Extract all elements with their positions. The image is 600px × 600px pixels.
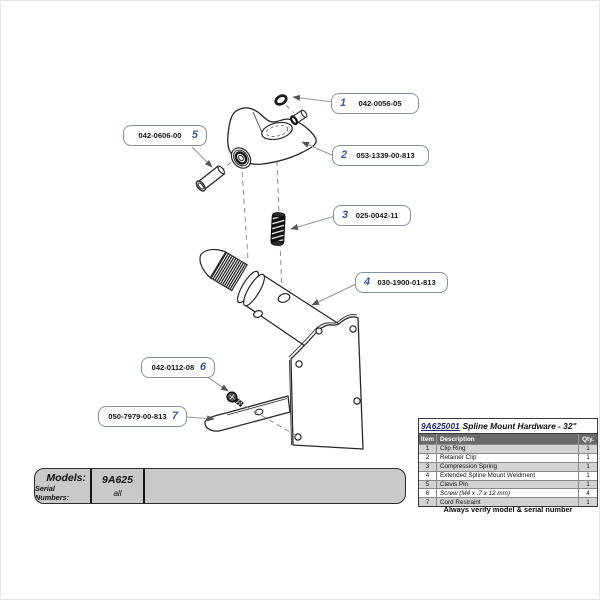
parts-table-title-text: Spline Mount Hardware - 32": [462, 421, 577, 431]
column-header-qty: Qty.: [582, 435, 594, 443]
parts-table-kit-number: 9A625001: [421, 421, 460, 431]
parts-table-title: 9A625001 Spline Mount Hardware - 32": [419, 419, 597, 434]
callout-3: 3 025-0042-11: [333, 205, 411, 226]
cord-restraint-drawing: [204, 395, 291, 432]
row-qty: 1: [586, 498, 590, 506]
callout-6-part-number: 042-0112-08: [151, 362, 195, 372]
callout-4: 4 030-1900-01-813: [355, 272, 448, 293]
column-header-description: Description: [437, 434, 579, 444]
callout-2: 2 053-1339-00-813: [332, 145, 429, 166]
callout-1: 1 042-0056-05: [331, 93, 419, 114]
models-box-empty-cell: [145, 469, 405, 503]
models-label: Models:: [46, 472, 86, 484]
row-item-number: 4: [419, 471, 437, 480]
row-qty: 1: [586, 454, 590, 462]
row-description: Screw (M4 x .7 x 12 mm): [437, 489, 579, 498]
mount-plate-drawing: [288, 313, 364, 450]
row-description: Clip Ring: [437, 445, 579, 453]
compression-spring-drawing: [270, 212, 286, 246]
verify-note: Always verify model & serial number: [443, 505, 573, 514]
models-box-labels: Models: Serial Numbers:: [35, 469, 92, 503]
callout-6-number: 6: [199, 361, 206, 373]
row-item-number: 3: [419, 462, 437, 471]
callout-7: 7 050-7979-00-813: [98, 406, 187, 427]
row-qty: 1: [586, 481, 590, 488]
models-value: 9A625: [102, 473, 133, 486]
parts-table-header: Item Description Qty.: [419, 434, 597, 444]
callout-7-number: 7: [171, 410, 178, 422]
callout-3-number: 3: [342, 209, 349, 221]
callout-5-part-number: 042-0606-00: [138, 130, 182, 140]
callout-7-part-number: 050-7979-00-813: [108, 411, 167, 421]
row-item-number: 5: [419, 480, 437, 489]
row-qty: 1: [586, 445, 590, 453]
callout-2-part-number: 053-1339-00-813: [356, 150, 415, 160]
retainer-stud-drawing: [289, 109, 308, 126]
callout-3-part-number: 025-0042-11: [355, 210, 399, 220]
parts-table: 9A625001 Spline Mount Hardware - 32" Ite…: [418, 418, 598, 508]
screw-drawing: [226, 391, 244, 408]
leader-lines: [186, 94, 359, 422]
serial-numbers-label: Serial Numbers:: [35, 484, 70, 502]
callout-5: 5 042-0606-00: [123, 125, 207, 146]
column-header-item: Item: [419, 434, 437, 444]
row-item-number: 1: [419, 445, 437, 453]
row-item-number: 7: [419, 498, 437, 507]
callout-2-number: 2: [341, 149, 348, 161]
serial-numbers-value: all: [113, 489, 122, 499]
callout-4-number: 4: [364, 276, 371, 288]
row-description: Retainer Clip: [437, 453, 579, 462]
row-description: Compression Spring: [437, 462, 579, 471]
row-item-number: 6: [419, 489, 437, 498]
callout-1-part-number: 042-0056-05: [358, 98, 402, 108]
clip-ring-drawing: [274, 94, 288, 106]
row-description: Cord Restraint: [437, 498, 579, 507]
callout-6: 6 042-0112-08: [141, 357, 215, 378]
models-box: Models: Serial Numbers: 9A625 all: [34, 468, 406, 504]
row-qty: 1: [586, 463, 590, 471]
screw-axis-line: [237, 401, 298, 437]
models-box-values: 9A625 all: [92, 469, 145, 503]
callout-4-part-number: 030-1900-01-813: [377, 277, 436, 287]
row-qty: 1: [586, 472, 590, 480]
clevis-pin-drawing: [195, 165, 226, 192]
callout-5-number: 5: [191, 129, 198, 141]
row-description: Extended Spline Mount Weldment: [437, 471, 579, 480]
row-description: Clevis Pin: [437, 480, 579, 489]
callout-1-number: 1: [340, 97, 347, 109]
row-item-number: 2: [419, 453, 437, 462]
row-qty: 4: [586, 489, 590, 497]
